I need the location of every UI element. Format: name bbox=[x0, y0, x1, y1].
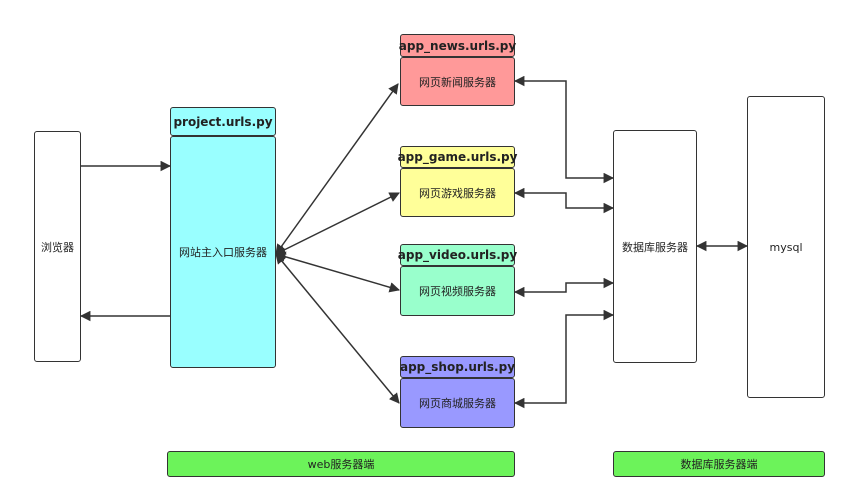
web-side-label: web服务器端 bbox=[307, 458, 375, 471]
arrow-project-news bbox=[275, 83, 399, 255]
game-label: 网页游戏服务器 bbox=[419, 186, 496, 200]
video-node: 网页视频服务器 bbox=[400, 266, 515, 316]
arrow-project-video bbox=[274, 251, 401, 293]
game-header-text: app_game.urls.py bbox=[397, 150, 518, 164]
arrow-news-db bbox=[513, 75, 615, 184]
video-header: app_video.urls.py bbox=[397, 244, 518, 266]
db-side-label: 数据库服务器端 bbox=[680, 458, 758, 471]
web-side-footer: web服务器端 bbox=[167, 451, 515, 477]
arrow-project-game bbox=[275, 192, 400, 255]
mysql-node: mysql bbox=[747, 96, 825, 398]
shop-node: 网页商城服务器 bbox=[400, 378, 515, 428]
arrow-game-db bbox=[513, 187, 615, 214]
project-label: 网站主入口服务器 bbox=[179, 246, 267, 259]
db-server-node: 数据库服务器 bbox=[613, 130, 697, 363]
shop-header: app_shop.urls.py bbox=[400, 356, 515, 378]
project-node: 网站主入口服务器 bbox=[170, 136, 276, 368]
news-node: 网页新闻服务器 bbox=[400, 57, 515, 106]
browser-node: 浏览器 bbox=[34, 131, 81, 362]
video-label: 网页视频服务器 bbox=[419, 285, 496, 298]
shop-label: 网页商城服务器 bbox=[419, 397, 496, 410]
shop-header-text: app_shop.urls.py bbox=[399, 360, 516, 374]
news-header-text: app_news.urls.py bbox=[398, 38, 517, 53]
arrow-project-shop bbox=[275, 253, 400, 404]
game-header: app_game.urls.py bbox=[397, 146, 518, 168]
game-node: 网页游戏服务器 bbox=[400, 168, 515, 217]
browser-label: 浏览器 bbox=[41, 240, 74, 254]
db-server-label: 数据库服务器 bbox=[622, 240, 688, 254]
news-label: 网页新闻服务器 bbox=[419, 75, 496, 89]
video-header-text: app_video.urls.py bbox=[397, 248, 518, 262]
arrow-shop-db bbox=[513, 309, 615, 409]
db-side-footer: 数据库服务器端 bbox=[613, 451, 825, 477]
project-header: project.urls.py bbox=[170, 107, 276, 136]
arrow-video-db bbox=[513, 277, 615, 298]
project-header-text: project.urls.py bbox=[173, 114, 273, 129]
mysql-label: mysql bbox=[769, 240, 803, 254]
news-header: app_news.urls.py bbox=[398, 34, 517, 57]
